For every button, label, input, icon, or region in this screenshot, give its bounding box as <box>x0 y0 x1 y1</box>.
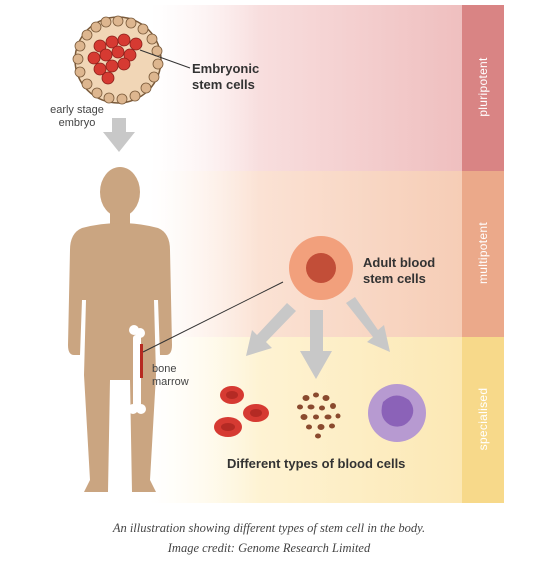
pluripotent-band-bg <box>150 5 462 171</box>
caption-line1: An illustration showing different types … <box>112 521 426 535</box>
blood-cells-label: Different types of blood cells <box>227 456 406 471</box>
adult-label-line2: stem cells <box>363 270 426 286</box>
specialised-strip <box>462 337 504 503</box>
marrow-pointer-line <box>142 281 284 353</box>
band-label-multipotent: multipotent <box>476 222 490 284</box>
embryonic-label-line1: Embryonic <box>192 61 260 76</box>
thigh-bone <box>128 325 146 414</box>
adult-stem-cell <box>289 236 353 300</box>
figure-caption: An illustration showing different types … <box>0 518 538 558</box>
bone-marrow-label: bone marrow <box>152 363 189 389</box>
pluripotent-strip <box>462 5 504 171</box>
multipotent-strip <box>462 171 504 337</box>
embryonic-stem-cells-label: Embryonic stem cells <box>192 61 259 92</box>
differentiation-arrows <box>246 297 390 379</box>
platelets <box>297 392 341 439</box>
band-label-pluripotent: pluripotent <box>476 57 490 117</box>
human-body <box>68 167 172 492</box>
white-blood-cell <box>368 384 426 442</box>
embryo-label-line2: embryo <box>58 117 96 130</box>
embryo-label-line1: early stage <box>50 104 104 116</box>
embryo-illustration <box>72 15 191 105</box>
adult-blood-stem-cells-label: Adult blood stem cells <box>363 255 435 286</box>
marrow-label-line1: bone <box>152 363 177 375</box>
marrow-label-line2: marrow <box>152 376 189 389</box>
band-label-specialised: specialised <box>476 387 490 451</box>
embryonic-label-line2: stem cells <box>192 76 255 92</box>
embryo-to-body-arrow <box>103 118 135 152</box>
adult-label-line1: Adult blood <box>363 255 436 270</box>
early-embryo-label: early stage embryo <box>39 104 115 130</box>
marrow-marker <box>140 344 143 378</box>
caption-line2: Image credit: Genome Research Limited <box>167 541 371 555</box>
